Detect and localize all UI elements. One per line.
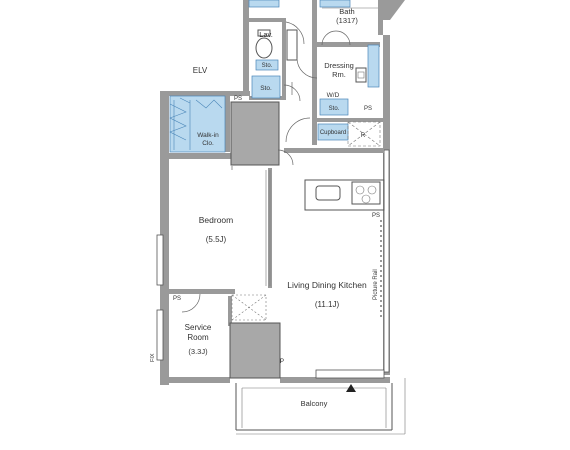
structural-column-upper bbox=[230, 101, 280, 166]
bath-label: Bath bbox=[339, 7, 354, 16]
bedroom-closet-panel bbox=[231, 294, 267, 321]
kitchen-counter bbox=[304, 179, 385, 211]
service-size: (3.3J) bbox=[188, 347, 208, 356]
entrance-arrow-icon bbox=[346, 384, 356, 392]
exterior-walls bbox=[160, 0, 405, 385]
service-label-2: Room bbox=[187, 333, 209, 342]
cupboard-label: Cupboard bbox=[320, 130, 346, 136]
lav-label: Lav. bbox=[259, 30, 273, 39]
windows bbox=[156, 234, 385, 379]
toilet bbox=[255, 29, 273, 59]
elv-label: ELV bbox=[193, 66, 208, 75]
bath-size: (1317) bbox=[336, 16, 358, 25]
sto-lav-label: Sto. bbox=[262, 63, 273, 69]
bedroom-size: (5.5J) bbox=[206, 235, 227, 244]
bath-fixtures bbox=[321, 7, 378, 46]
ldk-size: (11.1J) bbox=[315, 300, 340, 309]
dressing-label-1: Dressing bbox=[324, 61, 354, 70]
storage-areas bbox=[169, 0, 380, 153]
lav-sink bbox=[285, 21, 305, 61]
ps-kitchen-label: PS bbox=[372, 213, 380, 219]
picture-rail-label: Picture Rail bbox=[373, 269, 379, 300]
closet-hangers bbox=[169, 97, 223, 150]
ldk-label: Living Dining Kitchen bbox=[287, 280, 367, 290]
fix-label: FIX bbox=[150, 353, 156, 362]
balcony bbox=[235, 378, 406, 435]
bedroom-label: Bedroom bbox=[199, 215, 234, 225]
balcony-label: Balcony bbox=[301, 399, 328, 408]
structural-column-lower bbox=[229, 322, 281, 379]
walk-in-label-2: Clo. bbox=[202, 140, 214, 147]
service-label-1: Service bbox=[185, 323, 212, 332]
dressing-fixtures bbox=[355, 67, 367, 83]
wd-label: W/D bbox=[327, 92, 340, 99]
ps-service-label: PS bbox=[173, 296, 181, 302]
ps-bath-label: PS bbox=[364, 106, 372, 112]
ps-top-label: PS bbox=[234, 96, 242, 102]
sto-wd-label: Sto. bbox=[329, 106, 340, 112]
sto-hall-label: Sto. bbox=[260, 85, 272, 92]
doors bbox=[181, 57, 318, 313]
dressing-label-2: Rm. bbox=[332, 70, 346, 79]
r-label: R bbox=[361, 133, 366, 139]
refrigerator bbox=[347, 121, 381, 147]
walk-in-label-1: Walk-in bbox=[197, 132, 219, 139]
p-label: P bbox=[280, 359, 284, 365]
